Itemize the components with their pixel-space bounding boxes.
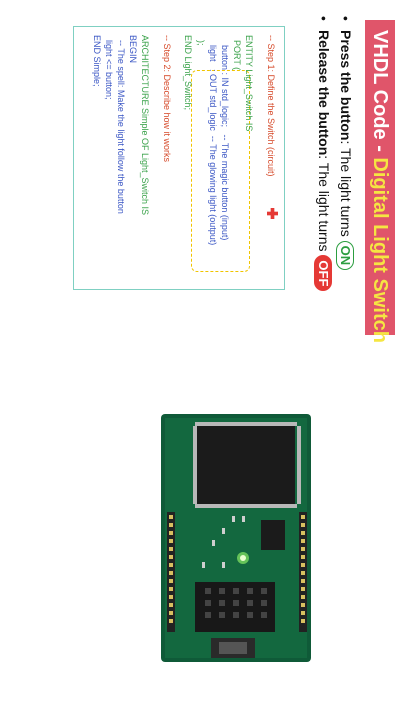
plus-icon — [267, 208, 278, 219]
fpga-board-image — [155, 412, 315, 664]
off-badge: OFF — [314, 255, 332, 292]
bullet-release-text: : The light turns — [316, 155, 332, 256]
code-light-port: light : OUT std_logic -- The glowing lig… — [208, 35, 218, 246]
title-prefix: VHDL Code - — [369, 30, 391, 158]
code-step2-comment: -- Step 2: Describe how it works — [162, 35, 172, 163]
code-step1-comment: -- Step 1: Define the Switch (circuit) — [266, 35, 276, 177]
code-close-paren: ); — [196, 35, 206, 46]
on-badge: ON — [336, 240, 354, 271]
bullet-release-bold: Release the button — [316, 30, 332, 156]
bullet-press-text: : The light turns — [338, 140, 354, 241]
bullet-release: Release the button: The light turns OFF — [313, 16, 335, 356]
code-spell-comment: -- The spell: Make the light follow the … — [116, 35, 126, 214]
code-assign: light <= button; — [104, 35, 114, 100]
bullet-list: Press the button: The light turns ON Rel… — [313, 16, 357, 356]
slide-title: VHDL Code - Digital Light Switch — [365, 20, 395, 343]
bullet-press: Press the button: The light turns ON — [335, 16, 357, 356]
code-entity: ENTITY Light_Switch IS — [244, 35, 254, 132]
code-architecture: ARCHITECTURE Simple OF Light_Switch IS — [140, 35, 150, 216]
fpga-board-illustration — [161, 414, 311, 662]
bullet-press-bold: Press the button — [338, 30, 354, 141]
code-end-entity: END Light_Switch; — [183, 35, 193, 111]
code-end-arch: END Simple; — [92, 35, 102, 87]
code-card: -- Step 1: Define the Switch (circuit) E… — [73, 26, 285, 290]
code-button-port: button : IN std_logic; -- The magic butt… — [220, 35, 230, 241]
title-accent: Digital Light Switch — [369, 157, 391, 343]
code-begin: BEGIN — [128, 35, 138, 64]
code-port: PORT ( — [232, 35, 242, 71]
